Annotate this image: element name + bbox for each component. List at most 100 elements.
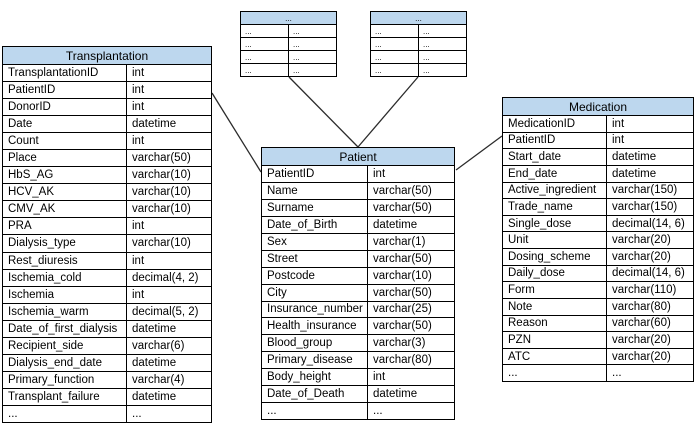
column-name: Form bbox=[503, 282, 607, 298]
table-body: ........................ bbox=[241, 25, 336, 76]
column-name: Recipient_side bbox=[3, 337, 127, 354]
column-name: ATC bbox=[503, 348, 607, 365]
table-row: ...... bbox=[241, 63, 336, 76]
column-type: ... bbox=[293, 52, 300, 62]
column-type: ... bbox=[423, 52, 430, 62]
column-name: Place bbox=[3, 150, 127, 167]
column-name: Blood_group bbox=[262, 335, 368, 352]
column-name: Transplant_failure bbox=[3, 388, 127, 405]
table-row: Note varchar(80) bbox=[503, 297, 693, 315]
column-name: Sex bbox=[262, 233, 368, 250]
column-type: int bbox=[612, 134, 625, 147]
table-row: ...... bbox=[262, 402, 454, 420]
column-type: datetime bbox=[612, 151, 657, 164]
connector-transplantation-patient bbox=[211, 92, 262, 173]
column-name: Unit bbox=[503, 232, 607, 248]
column-type: datetime bbox=[373, 218, 418, 231]
column-type: varchar(50) bbox=[373, 286, 432, 299]
column-type: varchar(10) bbox=[132, 203, 191, 216]
column-type: varchar(6) bbox=[132, 339, 185, 352]
column-type: int bbox=[132, 84, 145, 97]
connector-hidden-right-patient bbox=[357, 76, 419, 148]
column-name: ... bbox=[3, 405, 127, 422]
column-name: Surname bbox=[262, 199, 368, 216]
table-hidden-right: ... ........................ bbox=[370, 11, 467, 77]
table-title: Patient bbox=[262, 148, 454, 166]
column-type: ... bbox=[423, 65, 430, 75]
column-name: End_date bbox=[503, 165, 607, 182]
column-type: varchar(150) bbox=[612, 184, 678, 197]
column-type: decimal(14, 6) bbox=[612, 267, 685, 280]
table-row: PatientID int bbox=[3, 81, 211, 99]
table-row: ...... bbox=[371, 25, 466, 37]
column-name: Health_insurance bbox=[262, 318, 368, 335]
column-type: varchar(10) bbox=[373, 269, 432, 282]
column-name: ... bbox=[371, 64, 419, 76]
column-name: Body_height bbox=[262, 369, 368, 386]
column-type: ... bbox=[423, 26, 430, 36]
column-name: Date_of_Death bbox=[262, 386, 368, 403]
column-name: HbS_AG bbox=[3, 167, 127, 184]
column-type: varchar(10) bbox=[132, 237, 191, 250]
column-name: Date_of_first_dialysis bbox=[3, 320, 127, 337]
column-name: Note bbox=[503, 298, 607, 315]
column-type: ... bbox=[612, 367, 622, 380]
table-row: Ischemia int bbox=[3, 285, 211, 303]
column-type: int bbox=[132, 288, 145, 301]
column-type: decimal(4, 2) bbox=[132, 271, 199, 284]
column-name: PZN bbox=[503, 332, 607, 348]
table-row: PatientID int bbox=[262, 166, 454, 182]
column-type: varchar(4) bbox=[132, 373, 185, 386]
column-name: ... bbox=[241, 38, 289, 50]
column-name: PatientID bbox=[262, 166, 368, 182]
connector-patient-medication bbox=[455, 135, 503, 171]
column-name: Single_dose bbox=[503, 215, 607, 232]
column-type: int bbox=[132, 220, 145, 233]
column-name: ... bbox=[371, 25, 419, 37]
column-name: Ischemia bbox=[3, 286, 127, 303]
column-type: ... bbox=[293, 26, 300, 36]
column-type: varchar(80) bbox=[612, 300, 671, 313]
column-type: int bbox=[373, 167, 386, 180]
table-row: ...... bbox=[241, 37, 336, 50]
table-row: Street varchar(50) bbox=[262, 249, 454, 267]
column-type: ... bbox=[293, 39, 300, 49]
column-name: DonorID bbox=[3, 99, 127, 116]
column-name: PatientID bbox=[3, 82, 127, 99]
table-body: ........................ bbox=[371, 25, 466, 76]
column-type: varchar(50) bbox=[373, 252, 432, 265]
table-row: ...... bbox=[503, 364, 693, 381]
column-type: datetime bbox=[132, 322, 177, 335]
column-type: ... bbox=[132, 407, 142, 420]
table-title: Transplantation bbox=[3, 47, 211, 65]
column-name: Street bbox=[262, 250, 368, 267]
table-row: ...... bbox=[241, 50, 336, 63]
column-name: Rest_diuresis bbox=[3, 252, 127, 269]
column-type: datetime bbox=[132, 118, 177, 131]
column-name: Trade_name bbox=[503, 199, 607, 215]
column-name: Postcode bbox=[262, 267, 368, 284]
column-name: Count bbox=[3, 133, 127, 150]
